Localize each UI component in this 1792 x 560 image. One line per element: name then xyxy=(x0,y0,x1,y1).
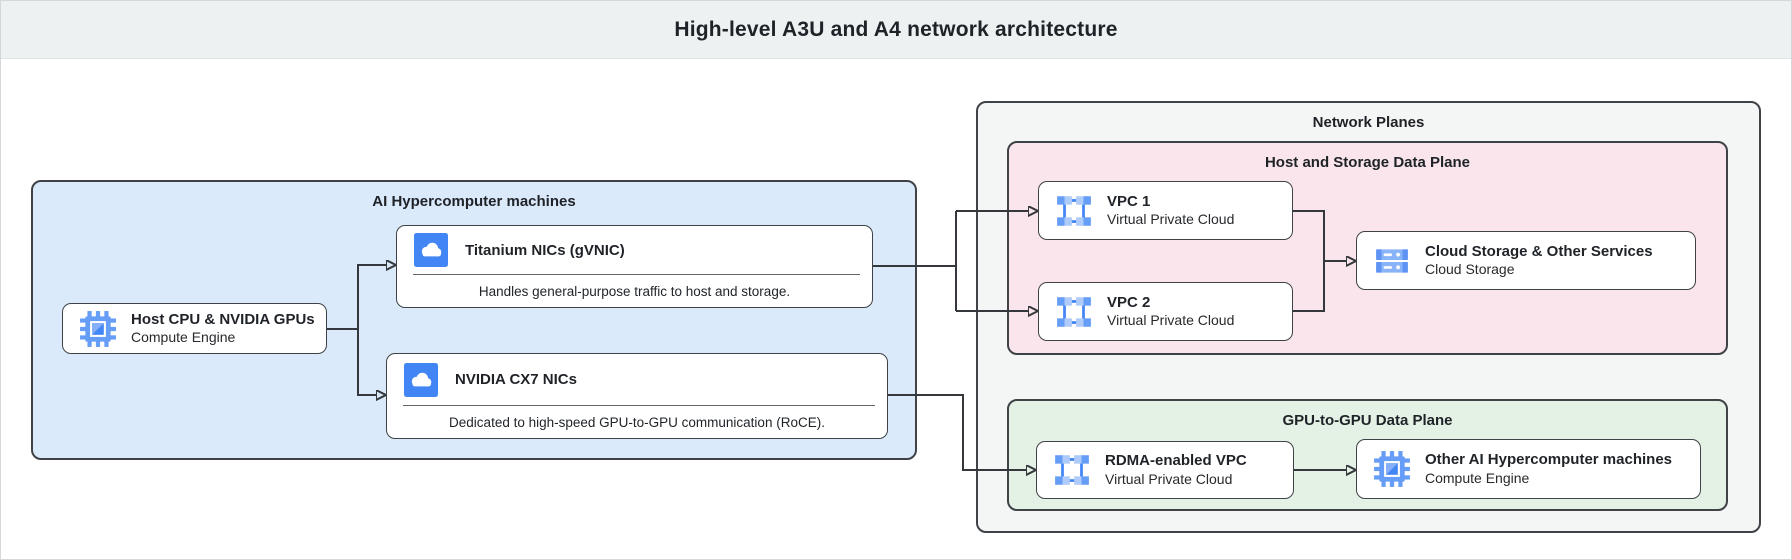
cloud-storage-icon xyxy=(1373,242,1411,280)
card-rdma-enabled-vpc: RDMA-enabled VPC Virtual Private Cloud xyxy=(1036,441,1294,499)
group-title: Host and Storage Data Plane xyxy=(1264,154,1471,171)
card-subtitle: Virtual Private Cloud xyxy=(1107,211,1235,228)
card-title: Host CPU & NVIDIA GPUs xyxy=(131,310,315,328)
diagram-title: High-level A3U and A4 network architectu… xyxy=(674,17,1118,41)
card-host-cpu: Host CPU & NVIDIA GPUs Compute Engine xyxy=(62,303,327,354)
card-title: RDMA-enabled VPC xyxy=(1105,452,1247,470)
group-title: AI Hypercomputer machines xyxy=(372,193,576,210)
card-titanium-nics: Titanium NICs (gVNIC) Handles general-pu… xyxy=(396,225,873,308)
card-title: Cloud Storage & Other Services xyxy=(1425,242,1653,260)
card-description: Handles general-purpose traffic to host … xyxy=(478,283,791,299)
card-subtitle: Virtual Private Cloud xyxy=(1105,470,1233,487)
card-divider xyxy=(403,405,875,406)
card-other-ai-hypercomputer-machines: Other AI Hypercomputer machines Compute … xyxy=(1356,439,1701,499)
vpc-icon xyxy=(1055,192,1093,230)
card-subtitle: Virtual Private Cloud xyxy=(1107,312,1235,329)
card-title: Other AI Hypercomputer machines xyxy=(1425,451,1673,469)
vpc-icon xyxy=(1053,451,1091,489)
card-cloud-storage: Cloud Storage & Other Services Cloud Sto… xyxy=(1356,231,1696,290)
card-title: NVIDIA CX7 NICs xyxy=(455,371,577,388)
card-nvidia-cx7-nics: NVIDIA CX7 NICs Dedicated to high-speed … xyxy=(386,353,888,439)
card-vpc-1: VPC 1 Virtual Private Cloud xyxy=(1038,181,1293,240)
vpc-icon xyxy=(1055,293,1093,331)
card-subtitle: Compute Engine xyxy=(131,329,236,346)
diagram-header: High-level A3U and A4 network architectu… xyxy=(1,1,1791,59)
group-title: GPU-to-GPU Data Plane xyxy=(1282,412,1453,429)
card-subtitle: Compute Engine xyxy=(1425,469,1530,486)
card-description: Dedicated to high-speed GPU-to-GPU commu… xyxy=(449,414,825,430)
card-title: VPC 1 xyxy=(1107,192,1151,210)
compute-engine-icon xyxy=(79,310,117,348)
compute-engine-icon xyxy=(1373,450,1411,488)
card-subtitle: Cloud Storage xyxy=(1425,261,1515,278)
group-title: Network Planes xyxy=(1312,114,1425,131)
cloud-nic-icon xyxy=(413,232,449,268)
card-vpc-2: VPC 2 Virtual Private Cloud xyxy=(1038,282,1293,341)
card-title: Titanium NICs (gVNIC) xyxy=(465,241,625,259)
card-divider xyxy=(413,274,860,275)
cloud-nic-icon xyxy=(403,362,439,398)
card-title: VPC 2 xyxy=(1107,293,1151,311)
